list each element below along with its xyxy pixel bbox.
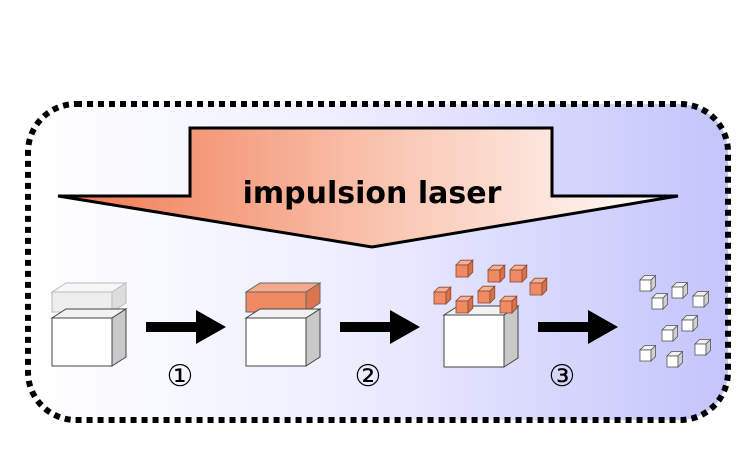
orange-particle <box>455 295 474 314</box>
orange-particle <box>529 277 548 296</box>
nanoparticles <box>639 274 712 368</box>
nanoparticle <box>639 344 657 362</box>
block-ablating <box>442 305 520 368</box>
orange-particle <box>433 286 452 305</box>
nanoparticle <box>694 338 712 356</box>
orange-particle <box>455 259 474 278</box>
laser-label: impulsion laser <box>243 176 502 211</box>
step-arrow-1 <box>146 310 226 344</box>
step-arrow-2 <box>340 310 420 344</box>
orange-particle <box>477 285 496 304</box>
ablated-particles <box>433 259 548 314</box>
nanoparticle <box>666 350 684 368</box>
nanoparticle <box>651 292 669 310</box>
nanoparticle <box>639 274 657 292</box>
orange-particle <box>487 264 506 283</box>
step-label-1: ① <box>167 359 194 394</box>
block-intact <box>50 282 128 367</box>
nanoparticle <box>661 324 679 342</box>
orange-particle <box>509 264 528 283</box>
nanoparticle <box>681 314 699 332</box>
step-arrow-3 <box>538 310 618 344</box>
nanoparticle <box>692 290 710 308</box>
nanoparticle <box>671 281 689 299</box>
step-label-2: ② <box>355 359 382 394</box>
block-heated <box>244 282 322 367</box>
laser-arrow <box>57 126 679 249</box>
step-label-3: ③ <box>549 359 576 394</box>
orange-particle <box>499 295 518 314</box>
